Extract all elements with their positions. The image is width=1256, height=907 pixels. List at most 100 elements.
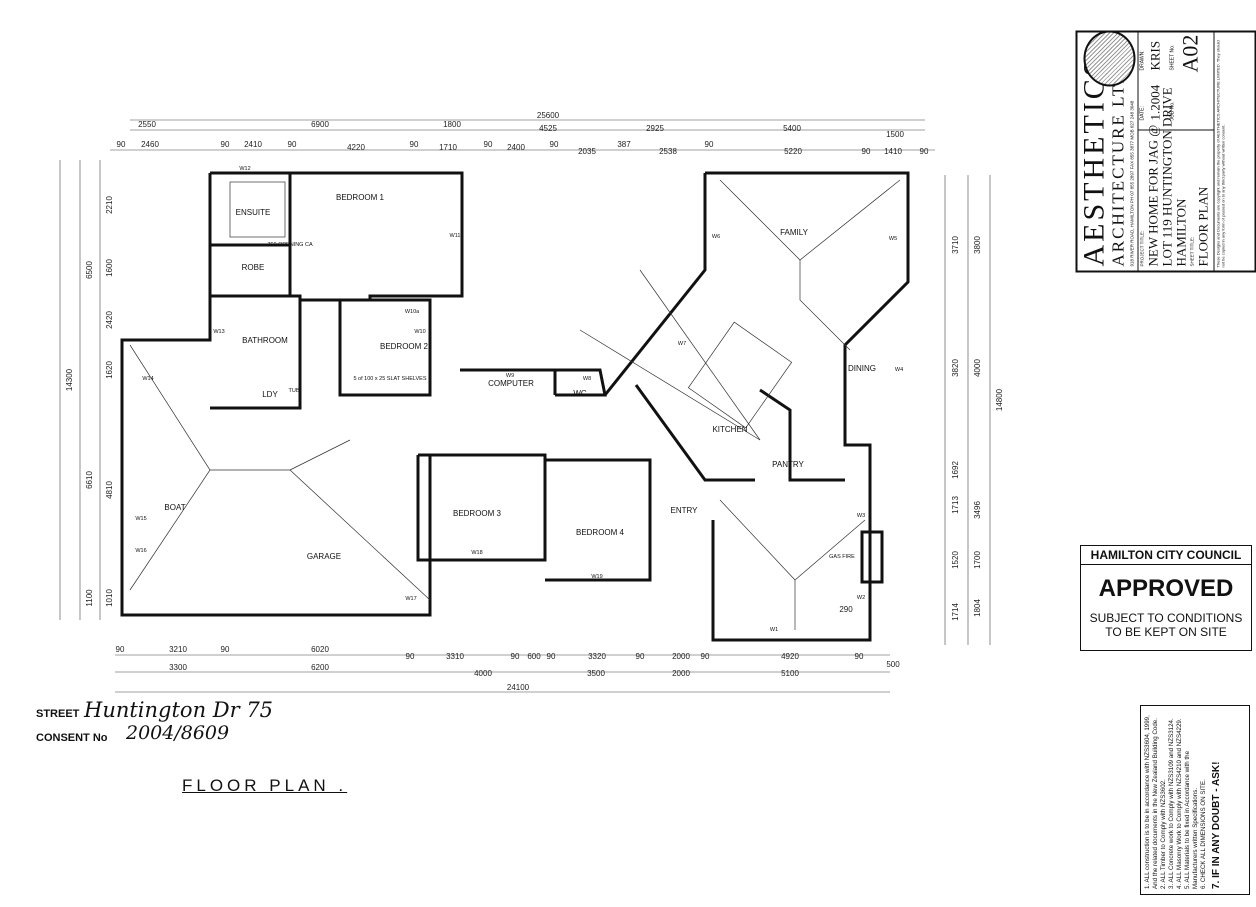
dimension-label: 90 <box>410 140 419 149</box>
dimension-label: 4525 <box>539 124 557 133</box>
dimensions-right: 14800 3800 4000 3496 1700 1804 3710 3820… <box>951 236 1004 621</box>
dimension-label: 90 <box>701 652 710 661</box>
dimension-label: 5220 <box>784 147 802 156</box>
window-label: W17 <box>405 596 416 602</box>
sheet-title: FLOOR PLAN <box>1195 186 1210 266</box>
room-label-robe: ROBE <box>242 263 265 272</box>
general-notes: 1. ALL construction is to be in accordan… <box>1140 705 1250 895</box>
dimension-label: 4920 <box>781 652 799 661</box>
dimension-label: 90 <box>117 140 126 149</box>
room-label-ensuite: ENSUITE <box>236 208 271 217</box>
dimension-label: 1692 <box>951 461 960 479</box>
dimension-label: 4000 <box>474 669 492 678</box>
walls <box>120 171 910 642</box>
dimension-label: 2538 <box>659 147 677 156</box>
window-label: W8 <box>583 376 591 382</box>
window-label: W1 <box>770 627 778 633</box>
dimension-label: 1700 <box>973 551 982 569</box>
window-label: W13 <box>213 329 224 335</box>
company-address: 918 RIVER ROAD, HAMILTON PH 07 855 2897 … <box>1129 100 1134 266</box>
dimension-label: 2420 <box>105 311 114 329</box>
window-labels: W12 W11 W13 W14 W10a W10 W9 W8 W7 W6 W5 … <box>135 166 903 633</box>
dimension-label: 1100 <box>85 589 94 607</box>
stamp-line2: TO BE KEPT ON SITE <box>1105 625 1227 639</box>
room-label-bedroom2: BEDROOM 2 <box>380 342 429 351</box>
window-label: W10a <box>405 309 420 315</box>
dimension-label: 3800 <box>973 236 982 254</box>
room-label-bedroom1: BEDROOM 1 <box>336 193 385 202</box>
dimension-label: 2210 <box>105 196 114 214</box>
project-title-label: PROJECT TITLE: <box>1139 230 1144 266</box>
stamp-council: HAMILTON CITY COUNCIL <box>1081 545 1251 565</box>
note-shelves: 5 of 100 x 25 SLAT SHELVES <box>353 376 426 382</box>
dimension-label: 2410 <box>244 140 262 149</box>
dimension-label: 2400 <box>507 143 525 152</box>
note-item: 2. ALL Timber to Comply with NZS3602. <box>1160 779 1167 889</box>
project-title-line3: HAMILTON <box>1173 198 1188 266</box>
window-label: W19 <box>591 574 602 580</box>
window-label: W15 <box>135 516 146 522</box>
consent-label: CONSENT No <box>36 732 108 744</box>
room-label-wc: WC <box>573 389 587 398</box>
dimension-label: 1600 <box>105 259 114 277</box>
dimension-label: 3210 <box>169 645 187 654</box>
dimension-label: 6610 <box>85 471 94 489</box>
dimension-label: 4220 <box>347 143 365 152</box>
drawing-title: FLOOR PLAN . <box>182 776 348 795</box>
room-label-dining: DINING <box>848 364 876 373</box>
dimension-label: 5100 <box>781 669 799 678</box>
room-label-kitchen: KITCHEN <box>712 425 747 434</box>
window-label: W9 <box>506 373 514 379</box>
note-item: 3. ALL Concrete work to Comply with NZS3… <box>1168 718 1175 889</box>
dimension-label: 90 <box>636 652 645 661</box>
window-label: W11 <box>450 233 461 239</box>
date-label: DATE: <box>1139 105 1145 120</box>
window-label: W14 <box>142 376 153 382</box>
sheet-title-label: SHEET TITLE: <box>1189 236 1194 266</box>
room-label-bedroom4: BEDROOM 4 <box>576 528 625 537</box>
dimensions-top: 25600 2550 6900 1800 4525 2925 5400 1500… <box>117 111 929 156</box>
dimension-label: 90 <box>511 652 520 661</box>
dimension-label: 90 <box>862 147 871 156</box>
stamp-status: APPROVED <box>1098 575 1234 602</box>
dimension-label: 2925 <box>646 124 664 133</box>
dimension-label: 90 <box>221 645 230 654</box>
dimension-label: 2460 <box>141 140 159 149</box>
room-label-family: FAMILY <box>780 228 809 237</box>
window-label: W2 <box>857 595 865 601</box>
roof-and-hatch-lines <box>129 179 901 630</box>
window-label: W4 <box>895 367 903 373</box>
room-label-garage: GARAGE <box>307 552 341 561</box>
dimension-label: 14800 <box>995 388 1004 411</box>
window-label: W10 <box>414 329 425 335</box>
room-label-computer: COMPUTER <box>488 379 534 388</box>
dimension-label: 3500 <box>587 669 605 678</box>
dimension-label: 387 <box>617 140 631 149</box>
dimension-label: 4000 <box>973 359 982 377</box>
dimension-label: 3310 <box>446 652 464 661</box>
room-label-bedroom3: BEDROOM 3 <box>453 509 502 518</box>
dimension-label: 3710 <box>951 236 960 254</box>
dimension-label: 1713 <box>951 496 960 514</box>
note-item: 1. ALL construction is to be in accordan… <box>1144 715 1159 889</box>
dimension-label: 90 <box>705 140 714 149</box>
dimension-label: 5400 <box>783 124 801 133</box>
dimension-label: 6500 <box>85 261 94 279</box>
dimension-label: 90 <box>116 645 125 654</box>
room-label-tub: TUB <box>289 388 300 394</box>
room-label-bathroom: BATHROOM <box>242 336 288 345</box>
dimension-label: 6200 <box>311 663 329 672</box>
dimension-label: 6900 <box>311 120 329 129</box>
street-label: STREET <box>36 708 80 720</box>
dimension-label: 3320 <box>588 652 606 661</box>
note-item: 7. IF IN ANY DOUBT - ASK! <box>1211 761 1222 889</box>
consent-value: 2004/8609 <box>126 722 230 744</box>
dimension-label: 90 <box>920 147 929 156</box>
drawn-label: DRAWN: <box>1139 49 1145 70</box>
dimension-label: 2035 <box>578 147 596 156</box>
window-label: W7 <box>678 341 686 347</box>
note-item: 5. ALL Materials to be fixed in Accordan… <box>1184 750 1199 889</box>
council-approval-stamp: HAMILTON CITY COUNCIL APPROVED SUBJECT T… <box>1080 545 1252 651</box>
window-label: W6 <box>712 234 720 240</box>
sheet-number-label: SHEET No. <box>1169 44 1175 70</box>
